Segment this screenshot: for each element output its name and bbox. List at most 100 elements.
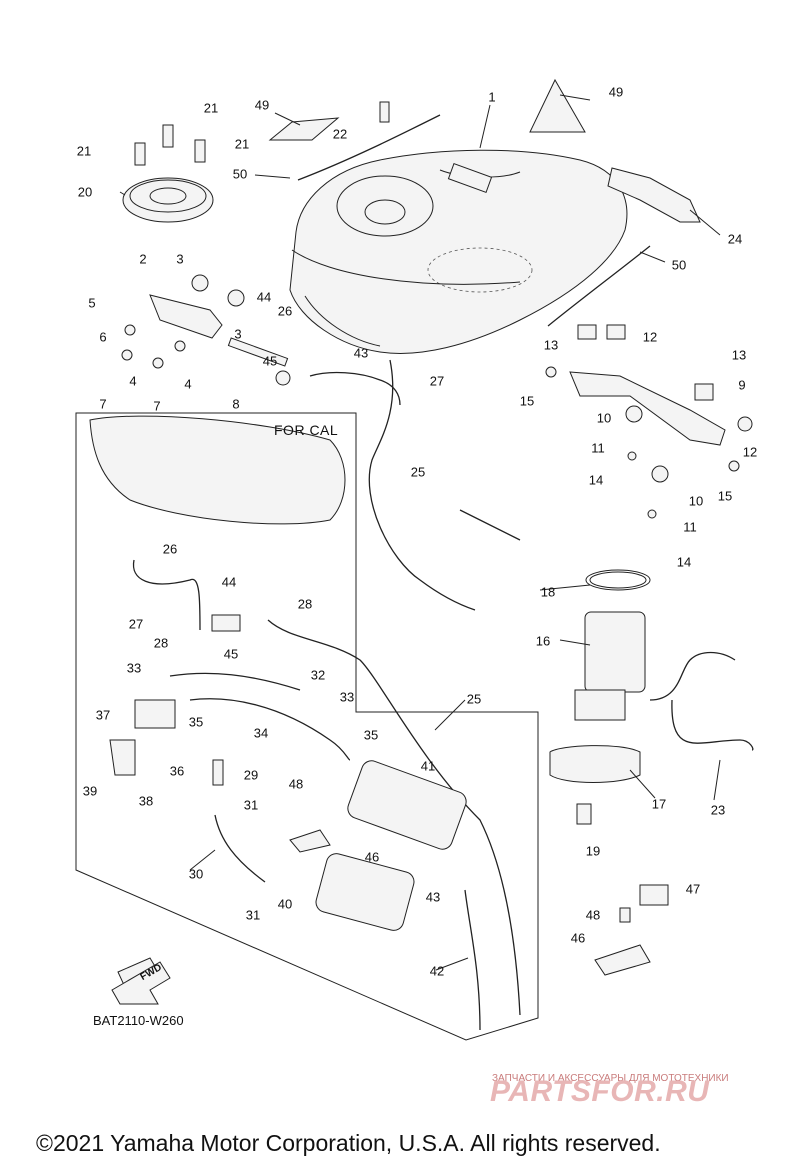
callout-28: 28 bbox=[297, 596, 313, 612]
callout-1: 1 bbox=[488, 89, 496, 105]
callout-47: 47 bbox=[685, 881, 701, 897]
bracket-part-24 bbox=[607, 167, 701, 223]
callout-19: 19 bbox=[585, 843, 601, 859]
callout-50b: 50 bbox=[671, 257, 687, 273]
callout-44b: 44 bbox=[221, 574, 237, 590]
strip-part-50-top bbox=[297, 114, 441, 181]
callout-30: 30 bbox=[188, 866, 204, 882]
callout-44: 44 bbox=[256, 289, 272, 305]
callout-31b: 31 bbox=[245, 907, 261, 923]
callout-21: 21 bbox=[76, 143, 92, 159]
callout-15: 15 bbox=[519, 393, 535, 409]
callout-39: 39 bbox=[82, 783, 98, 799]
callout-45: 45 bbox=[262, 353, 278, 369]
callout-46: 46 bbox=[364, 849, 380, 865]
pad-part-49-right bbox=[529, 78, 586, 133]
front-bracket-assembly bbox=[121, 274, 291, 386]
callout-35: 35 bbox=[188, 714, 204, 730]
pad-part-49-left bbox=[268, 117, 340, 141]
callout-49: 49 bbox=[254, 97, 270, 113]
callout-32: 32 bbox=[310, 667, 326, 683]
watermark-subtitle: ЗАПЧАСТИ И АКСЕССУАРЫ ДЛЯ МОТОТЕХНИКИ bbox=[492, 1073, 729, 1084]
fwd-arrow bbox=[111, 961, 171, 1005]
callout-45b: 45 bbox=[223, 646, 239, 662]
rear-bracket-part-9 bbox=[545, 324, 753, 519]
callout-18: 18 bbox=[540, 584, 556, 600]
hose-part-27 bbox=[309, 371, 401, 406]
callout-12: 12 bbox=[642, 329, 658, 345]
callout-48b: 48 bbox=[585, 907, 601, 923]
callout-10b: 10 bbox=[688, 493, 704, 509]
callout-31: 31 bbox=[243, 797, 259, 813]
callout-4b: 4 bbox=[184, 376, 192, 392]
callout-20: 20 bbox=[77, 184, 93, 200]
callout-48: 48 bbox=[288, 776, 304, 792]
callout-22: 22 bbox=[332, 126, 348, 142]
callout-16: 16 bbox=[535, 633, 551, 649]
hose-part-25 bbox=[368, 359, 476, 611]
callout-25: 25 bbox=[410, 464, 426, 480]
callout-49b: 49 bbox=[608, 84, 624, 100]
for-cal-components bbox=[89, 415, 521, 1031]
callout-11b: 11 bbox=[683, 519, 697, 535]
callout-7: 7 bbox=[99, 396, 107, 412]
callout-6: 6 bbox=[99, 329, 107, 345]
callout-15b: 15 bbox=[717, 488, 733, 504]
fuel-pump-part-16 bbox=[549, 569, 754, 825]
strip-part-50-right bbox=[547, 245, 651, 327]
inset-title: FOR CAL bbox=[274, 422, 339, 438]
callout-26b: 26 bbox=[162, 541, 178, 557]
callout-21b: 21 bbox=[203, 100, 219, 116]
callout-40: 40 bbox=[277, 896, 293, 912]
callout-21c: 21 bbox=[234, 136, 250, 152]
cap-bolts-part-21 bbox=[134, 101, 390, 166]
fuel-tank-part-1 bbox=[289, 149, 628, 354]
callout-33: 33 bbox=[126, 660, 142, 676]
callout-38: 38 bbox=[138, 793, 154, 809]
callout-13: 13 bbox=[543, 337, 559, 353]
diagram-code: BAT2110-W260 bbox=[93, 1013, 184, 1028]
callout-11: 11 bbox=[591, 440, 605, 456]
callout-28b: 28 bbox=[153, 635, 169, 651]
callout-4: 4 bbox=[129, 373, 137, 389]
callout-36: 36 bbox=[169, 763, 185, 779]
callout-13b: 13 bbox=[731, 347, 747, 363]
callout-24: 24 bbox=[727, 231, 743, 247]
bracket-part-46-right bbox=[594, 884, 669, 976]
callout-25b: 25 bbox=[466, 691, 482, 707]
callout-23: 23 bbox=[710, 802, 726, 818]
callout-46b: 46 bbox=[570, 930, 586, 946]
callout-37: 37 bbox=[95, 707, 111, 723]
copyright-notice: ©2021 Yamaha Motor Corporation, U.S.A. A… bbox=[36, 1130, 661, 1156]
callout-14b: 14 bbox=[676, 554, 692, 570]
callout-8: 8 bbox=[232, 396, 240, 412]
watermark-logo: PARTSFOR.RU bbox=[490, 1075, 710, 1108]
callout-12b: 12 bbox=[742, 444, 758, 460]
callout-27: 27 bbox=[429, 373, 445, 389]
callout-5: 5 bbox=[88, 295, 96, 311]
callout-33b: 33 bbox=[339, 689, 355, 705]
callout-50: 50 bbox=[232, 166, 248, 182]
for-cal-inset-frame bbox=[75, 412, 539, 1041]
callout-27b: 27 bbox=[128, 616, 144, 632]
fuel-cap-part-20 bbox=[122, 177, 214, 223]
callout-7b: 7 bbox=[153, 398, 161, 414]
leader-lines bbox=[119, 94, 721, 971]
callout-41: 41 bbox=[420, 758, 436, 774]
callout-43b: 43 bbox=[425, 889, 441, 905]
callout-14: 14 bbox=[588, 472, 604, 488]
callout-3: 3 bbox=[176, 251, 184, 267]
callout-42: 42 bbox=[429, 963, 445, 979]
callout-35b: 35 bbox=[363, 727, 379, 743]
callout-9: 9 bbox=[738, 377, 746, 393]
callout-26: 26 bbox=[277, 303, 293, 319]
callout-29: 29 bbox=[243, 767, 259, 783]
callout-10: 10 bbox=[596, 410, 612, 426]
callout-43: 43 bbox=[353, 345, 369, 361]
callout-17: 17 bbox=[651, 796, 667, 812]
hose-part-25-b bbox=[459, 509, 521, 541]
callout-2: 2 bbox=[139, 251, 147, 267]
callout-34: 34 bbox=[253, 725, 269, 741]
callout-3b: 3 bbox=[234, 326, 242, 342]
